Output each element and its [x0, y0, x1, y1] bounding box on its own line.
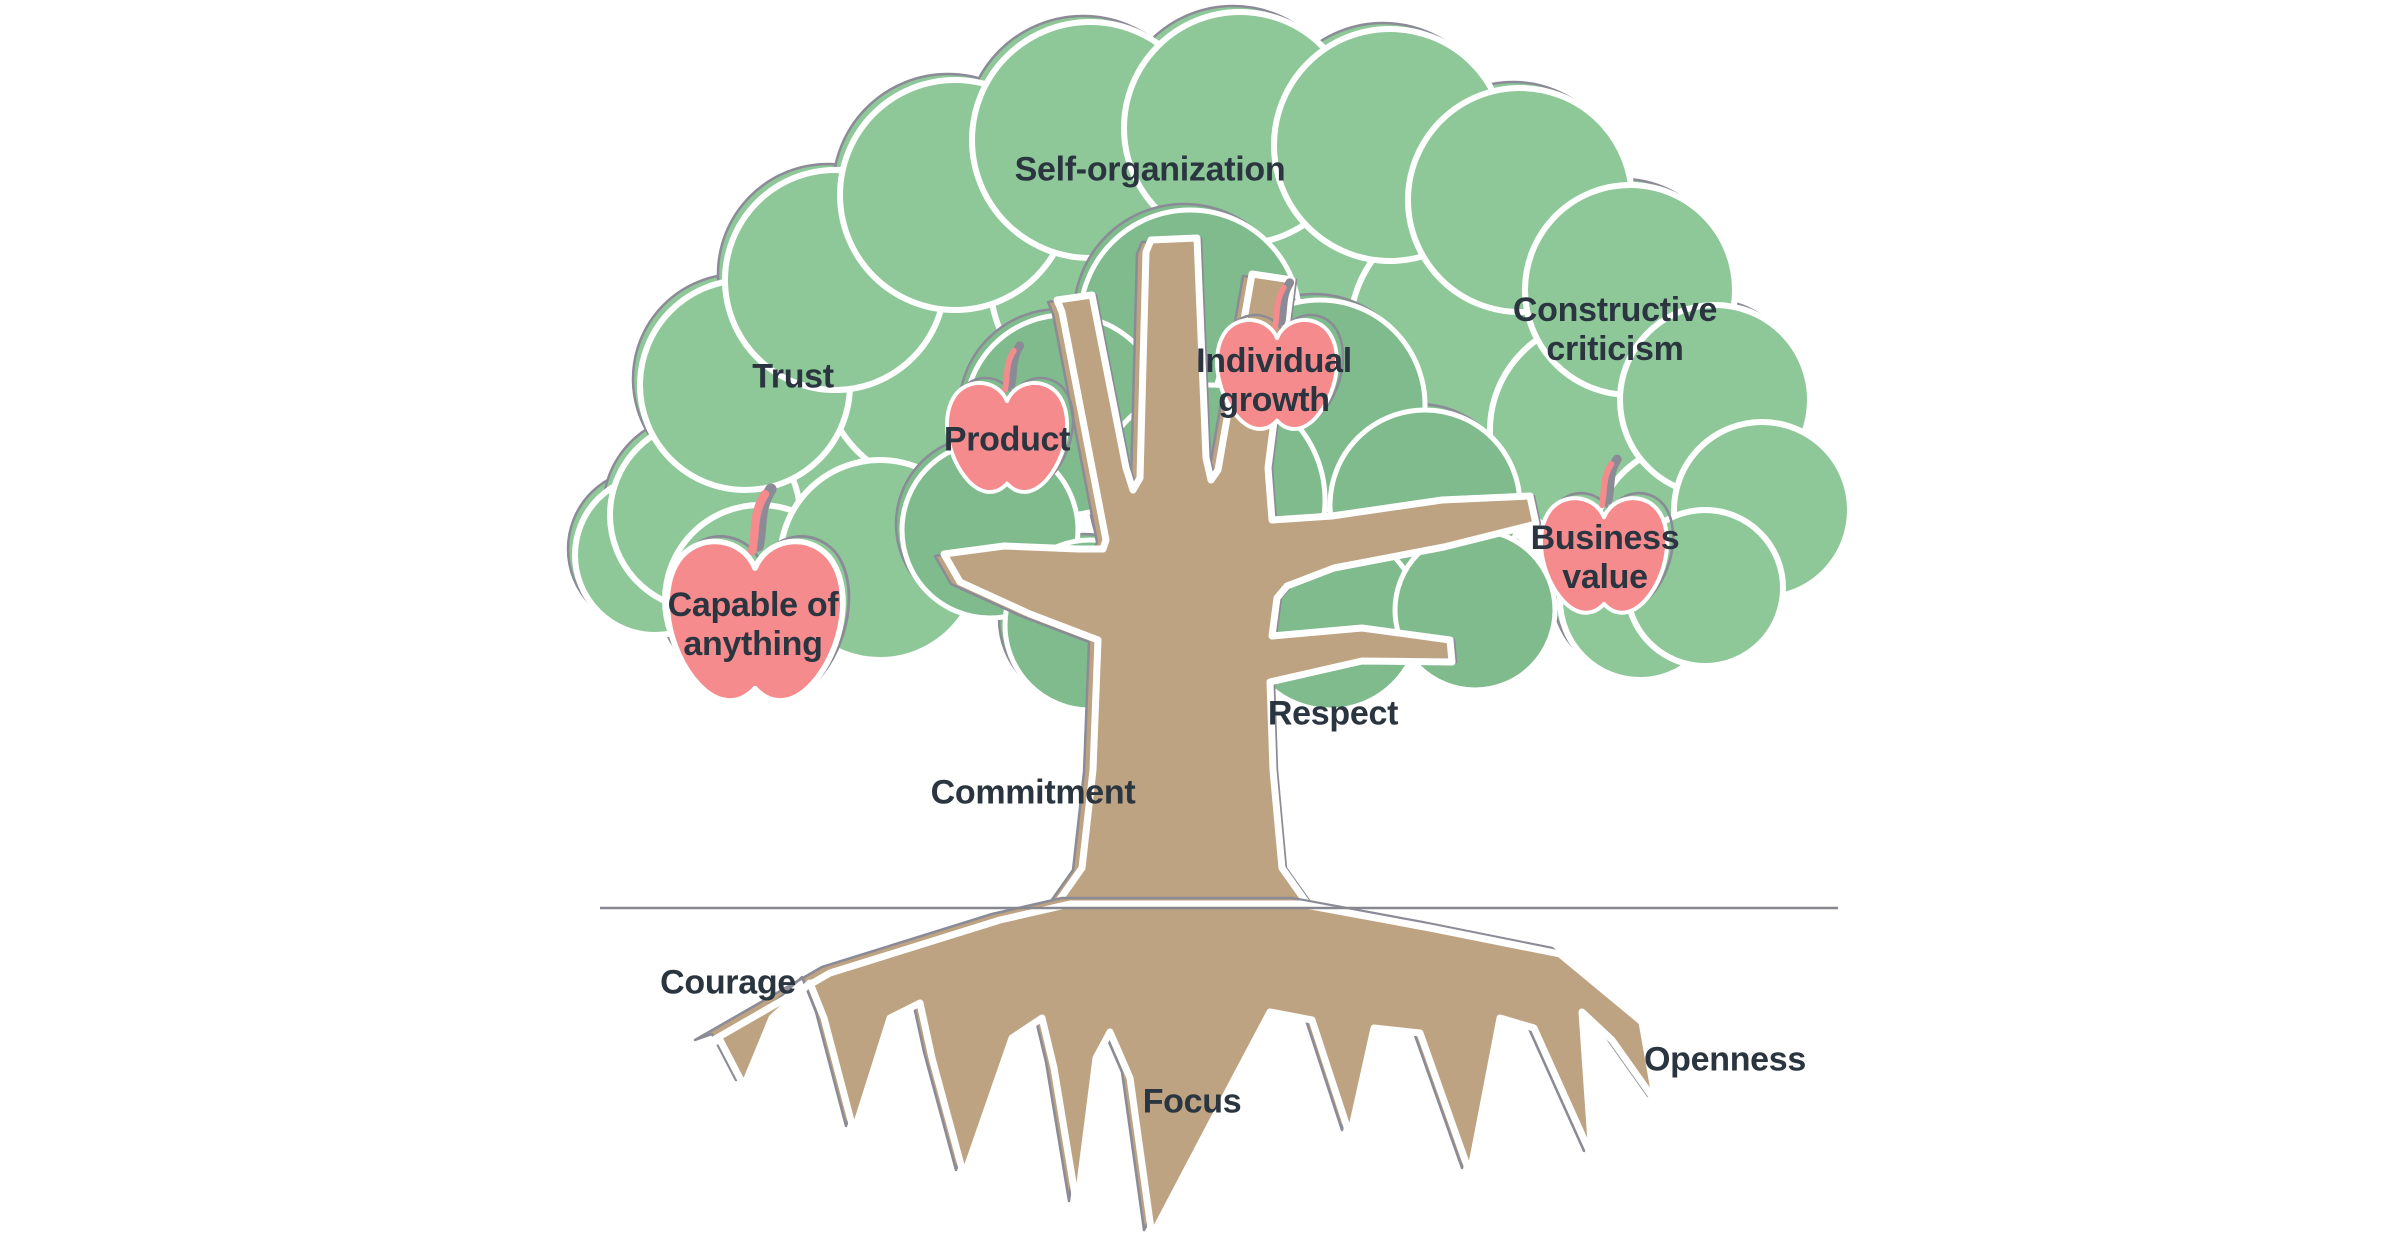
label-capable-of-anything: Capable of anything [667, 586, 839, 663]
label-self-organization: Self-organization [1014, 150, 1286, 189]
label-product: Product [943, 420, 1071, 459]
label-courage: Courage [660, 963, 796, 1002]
label-constructive-criticism: Constructive criticism [1512, 291, 1718, 368]
label-focus: Focus [1142, 1082, 1242, 1121]
label-respect: Respect [1267, 694, 1399, 733]
label-business-value: Business value [1530, 519, 1680, 596]
tree-roots [695, 898, 1656, 1236]
label-openness: Openness [1644, 1040, 1806, 1079]
label-individual-growth: Individual growth [1196, 342, 1352, 419]
label-commitment: Commitment [930, 773, 1136, 812]
label-trust: Trust [752, 357, 834, 396]
